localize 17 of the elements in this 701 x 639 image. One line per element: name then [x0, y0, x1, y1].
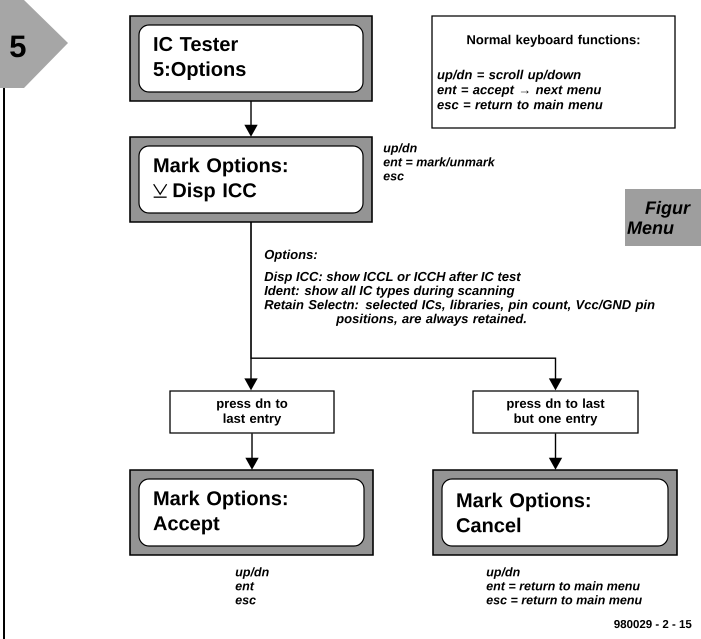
- option-note: Retain Selectn: selected ICs, libraries, pin count, Vcc/GND pin positions, are always retained.: [264, 300, 654, 326]
- key-note: up/dn ent = mark/unmark esc: [384, 143, 496, 180]
- key-note: up/dn ent = return to main menu esc = return to main menu: [486, 567, 642, 604]
- figure-number: 980029 - 2 - 15: [614, 620, 692, 628]
- key-note: up/dn ent esc: [236, 567, 269, 604]
- step-number: 5: [10, 36, 26, 58]
- step-box: press dn to last but one entry: [472, 390, 639, 434]
- options-heading: Options:: [264, 250, 317, 262]
- caption-panel: Figur Menu: [625, 189, 701, 246]
- display-box: Mark Options: Accept: [129, 469, 374, 556]
- display-box: Mark Options: Cancel: [432, 469, 678, 556]
- step-box: press dn to last entry: [169, 390, 335, 434]
- option-note: Ident: show all IC types during scanning: [264, 286, 514, 298]
- option-note: Disp ICC: show ICCL or ICCH after IC test: [264, 272, 522, 284]
- display-box: IC Tester 5:Options: [129, 15, 373, 102]
- display-box: Mark Options: Disp ICC: [129, 136, 373, 223]
- legend-box: Normal keyboard functions: up/dn = scroll up/down ent = accept → next menu esc = return to main menu: [431, 15, 676, 129]
